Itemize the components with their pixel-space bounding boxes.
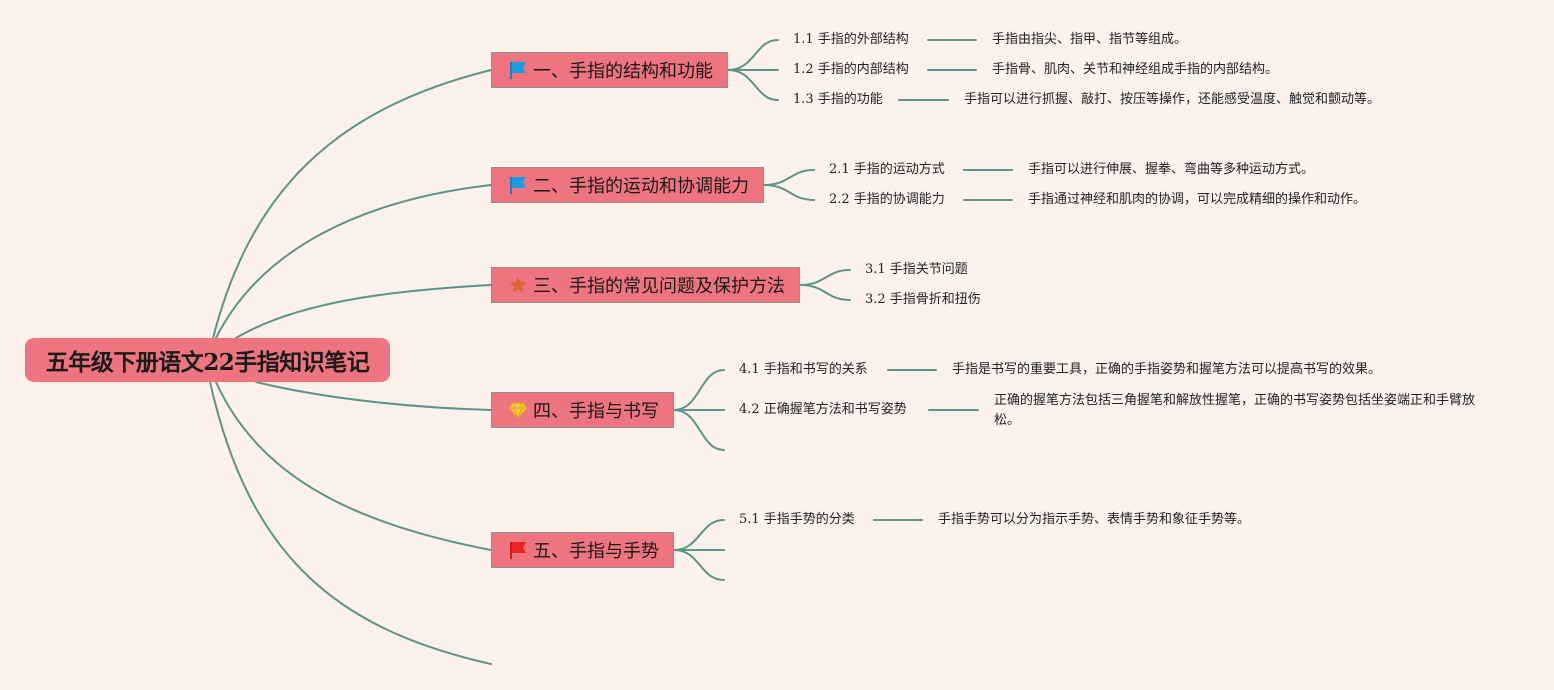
connector xyxy=(212,69,492,339)
connector xyxy=(215,184,492,339)
flag-icon xyxy=(508,60,528,80)
connector xyxy=(673,369,725,411)
subtopic-label[interactable]: 4.2 正确握笔方法和书写姿势 xyxy=(739,402,907,417)
topic-label: 二、手指的运动和协调能力 xyxy=(533,176,749,197)
connector xyxy=(799,284,851,301)
connector xyxy=(727,39,779,71)
subtopic-note: 手指可以进行抓握、敲打、按压等操作，还能感受温度、触觉和颤动等。 xyxy=(964,92,1381,107)
connector xyxy=(673,409,725,451)
topic-node-structure[interactable]: 一、手指的结构和功能 xyxy=(491,52,728,88)
flag-icon xyxy=(508,175,528,195)
subtopic-note: 手指由指尖、指甲、指节等组成。 xyxy=(992,32,1188,47)
flag-icon xyxy=(508,540,528,560)
subtopic-label[interactable]: 1.3 手指的功能 xyxy=(793,92,883,107)
subtopic-label[interactable]: 3.2 手指骨折和扭伤 xyxy=(865,292,981,307)
topic-node-movement[interactable]: 二、手指的运动和协调能力 xyxy=(491,167,764,203)
topic-label: 一、手指的结构和功能 xyxy=(533,61,713,82)
subtopic-label[interactable]: 2.2 手指的协调能力 xyxy=(829,192,945,207)
topic-label: 五、手指与手势 xyxy=(533,541,659,562)
connector xyxy=(763,184,815,201)
subtopic-label[interactable]: 1.2 手指的内部结构 xyxy=(793,62,909,77)
subtopic-note: 正确的握笔方法包括三角握笔和解放性握笔，正确的书写姿势包括坐姿端正和手臂放松。 xyxy=(994,393,1476,428)
subtopic-label[interactable]: 1.1 手指的外部结构 xyxy=(793,32,909,47)
topic-label: 三、手指的常见问题及保护方法 xyxy=(533,276,785,297)
subtopic-label[interactable]: 3.1 手指关节问题 xyxy=(865,262,968,277)
root-node[interactable]: 五年级下册语文22手指知识笔记 xyxy=(25,338,390,382)
connector xyxy=(727,69,779,101)
topic-node-problems[interactable]: 三、手指的常见问题及保护方法 xyxy=(491,267,800,303)
connector xyxy=(255,381,492,411)
subtopic-label[interactable]: 4.1 手指和书写的关系 xyxy=(739,362,868,377)
subtopic-note: 手指通过神经和肌肉的协调，可以完成精细的操作和动作。 xyxy=(1028,192,1367,207)
connector xyxy=(209,381,492,665)
topic-label: 四、手指与书写 xyxy=(533,401,659,422)
connector xyxy=(673,519,725,551)
topic-node-gestures[interactable]: 五、手指与手势 xyxy=(491,532,674,568)
subtopic-label[interactable]: 5.1 手指手势的分类 xyxy=(739,512,855,527)
diamond-icon xyxy=(508,400,528,420)
root-title: 五年级下册语文22手指知识笔记 xyxy=(45,349,370,376)
subtopic-note: 手指可以进行伸展、握拳、弯曲等多种运动方式。 xyxy=(1028,162,1315,177)
connector xyxy=(799,269,851,286)
connector xyxy=(673,549,725,581)
connector xyxy=(235,284,492,339)
connector xyxy=(763,169,815,186)
topic-node-writing[interactable]: 四、手指与书写 xyxy=(491,392,674,428)
subtopic-label[interactable]: 2.1 手指的运动方式 xyxy=(829,162,945,177)
connector xyxy=(215,381,492,551)
subtopic-note: 手指是书写的重要工具，正确的手指姿势和握笔方法可以提高书写的效果。 xyxy=(952,362,1382,377)
subtopic-note: 手指骨、肌肉、关节和神经组成手指的内部结构。 xyxy=(992,62,1279,77)
subtopic-note: 手指手势可以分为指示手势、表情手势和象征手势等。 xyxy=(938,512,1251,527)
star-icon xyxy=(508,275,528,295)
